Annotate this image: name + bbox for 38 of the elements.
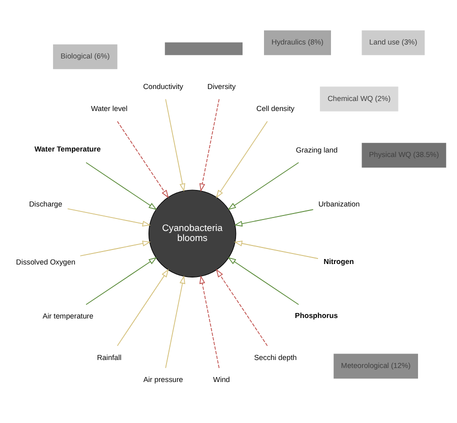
node-box: Land use (3%) xyxy=(362,30,425,56)
node-text: Conductivity xyxy=(143,82,184,91)
node-text: Water Temperature xyxy=(34,144,101,154)
node-box: Chemical WQ (2%) xyxy=(320,86,398,112)
node-text: Nitrogen xyxy=(324,256,354,266)
node-text: Air pressure xyxy=(143,375,184,384)
arrow xyxy=(67,208,151,227)
arrow xyxy=(116,268,169,346)
node-text: Water level xyxy=(90,104,128,114)
arrow xyxy=(80,240,151,256)
node-text: Phosphorus xyxy=(294,310,338,320)
node-text: Diversity xyxy=(207,82,236,91)
node-text: Grazing land xyxy=(296,145,338,154)
arrow xyxy=(86,162,158,210)
arrow xyxy=(228,257,300,305)
arrow xyxy=(228,162,300,210)
arrow xyxy=(216,120,268,198)
node-text: Discharge xyxy=(29,199,62,208)
node-text: Cell density xyxy=(256,104,294,114)
node-text: Secchi depth xyxy=(254,352,297,362)
node-box: Hydraulics (8%) xyxy=(264,30,331,56)
arrow xyxy=(234,240,318,259)
arrow xyxy=(116,120,169,198)
node-box: Biological (6%) xyxy=(53,44,118,70)
node-text: Air temperature xyxy=(42,312,94,321)
node-bar xyxy=(164,42,243,56)
arrow xyxy=(199,98,220,192)
node-text: Urbanization xyxy=(318,199,360,208)
arrow xyxy=(165,98,186,192)
node-text: Rainfall xyxy=(96,352,122,362)
arrow xyxy=(165,275,186,368)
arrow xyxy=(199,275,220,368)
node-text: Wind xyxy=(213,375,230,384)
node-text: Dissolved Oxygen xyxy=(16,258,76,267)
arrow xyxy=(216,268,268,346)
arrow xyxy=(234,209,314,227)
node-box: Meteorological (12%) xyxy=(334,354,418,379)
arrow xyxy=(86,257,158,305)
